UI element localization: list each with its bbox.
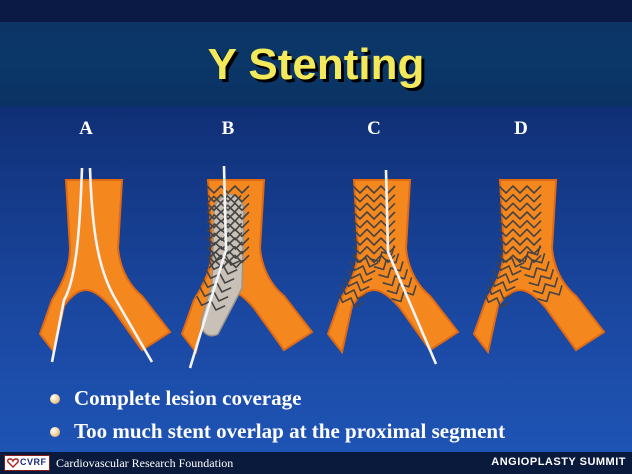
stent-ring — [382, 269, 409, 287]
stent-ring — [350, 261, 376, 276]
stent-ring — [206, 185, 250, 194]
stent-ring — [524, 261, 550, 279]
stent-proximal — [498, 185, 542, 264]
stent-ring — [338, 293, 364, 308]
cvrf-logo: CVRF — [4, 455, 50, 471]
guidewire-branch — [50, 167, 84, 363]
guidewire-main — [88, 167, 154, 363]
panel-a — [38, 167, 172, 363]
stent-ring — [528, 269, 555, 287]
stent-ring — [206, 193, 250, 203]
stent-ring — [373, 253, 400, 271]
slide-title: Y Stenting — [207, 40, 425, 89]
footer-event: ANGIOPLASTY SUMMIT — [491, 456, 626, 468]
panel-b — [180, 165, 314, 369]
logo-text: CVRF — [20, 457, 47, 467]
stent-ring — [378, 261, 404, 279]
bullet-text: Complete lesion coverage — [74, 386, 302, 410]
heart-icon — [7, 458, 19, 468]
stent-ring — [487, 285, 513, 300]
stent-right-branch — [369, 245, 417, 303]
stent-ring — [498, 254, 542, 264]
stent-ring — [484, 293, 510, 308]
panel-label-a: A — [79, 118, 93, 139]
stent-ring — [352, 185, 396, 194]
stent-ring — [496, 261, 522, 276]
stent-ring — [519, 253, 546, 271]
stent-ring — [391, 285, 417, 303]
stent-ring — [498, 219, 542, 229]
stent-ring — [206, 219, 250, 229]
stent-left-branch — [484, 253, 525, 308]
footer-bar: CVRF Cardiovascular Research Foundation … — [0, 452, 632, 474]
guidewire-main — [188, 165, 228, 369]
stent-ring — [386, 277, 413, 295]
stent-ring — [499, 253, 525, 268]
stent-ring — [347, 269, 373, 284]
stent-ring — [498, 185, 542, 194]
stent-ring — [498, 202, 542, 212]
stent-ring — [206, 228, 250, 238]
stent-ring — [498, 211, 542, 220]
stent-ring — [341, 285, 367, 300]
bullet-dot-icon — [50, 394, 60, 404]
stent-ring — [369, 245, 396, 263]
vessel-bifurcation — [472, 179, 606, 355]
stent-ring — [537, 285, 563, 303]
stent-ring — [498, 193, 542, 203]
panel-d — [472, 179, 606, 355]
stent-ring — [493, 269, 519, 284]
vessel-bifurcation — [38, 179, 172, 355]
stent-ring — [498, 228, 542, 238]
stent-ring — [515, 245, 542, 263]
stent-right-branch — [515, 245, 563, 303]
title-band — [0, 22, 632, 106]
stent-ring — [206, 211, 250, 220]
bullet-dot-icon — [50, 427, 60, 437]
footer-organization: Cardiovascular Research Foundation — [56, 456, 234, 470]
stent-ring — [353, 253, 379, 268]
stent-left-branch — [338, 253, 379, 308]
stent-ring — [206, 237, 250, 246]
guidewire-main — [384, 169, 438, 365]
bullet-text: Too much stent overlap at the proximal s… — [74, 419, 506, 443]
panel-label-c: C — [367, 118, 381, 139]
stent-ring — [490, 277, 516, 292]
stent-ring — [498, 237, 542, 246]
stent-ring — [532, 277, 559, 295]
stent-ring — [344, 277, 370, 292]
panel-c — [326, 169, 460, 365]
panel-label-b: B — [221, 118, 235, 139]
stent-ring — [208, 259, 244, 269]
stent-ring — [208, 259, 238, 275]
stent-ring — [206, 202, 250, 212]
stent-ring — [211, 250, 241, 266]
top-strip — [0, 0, 632, 22]
panel-label-d: D — [514, 118, 528, 139]
stent-ring — [352, 254, 396, 264]
